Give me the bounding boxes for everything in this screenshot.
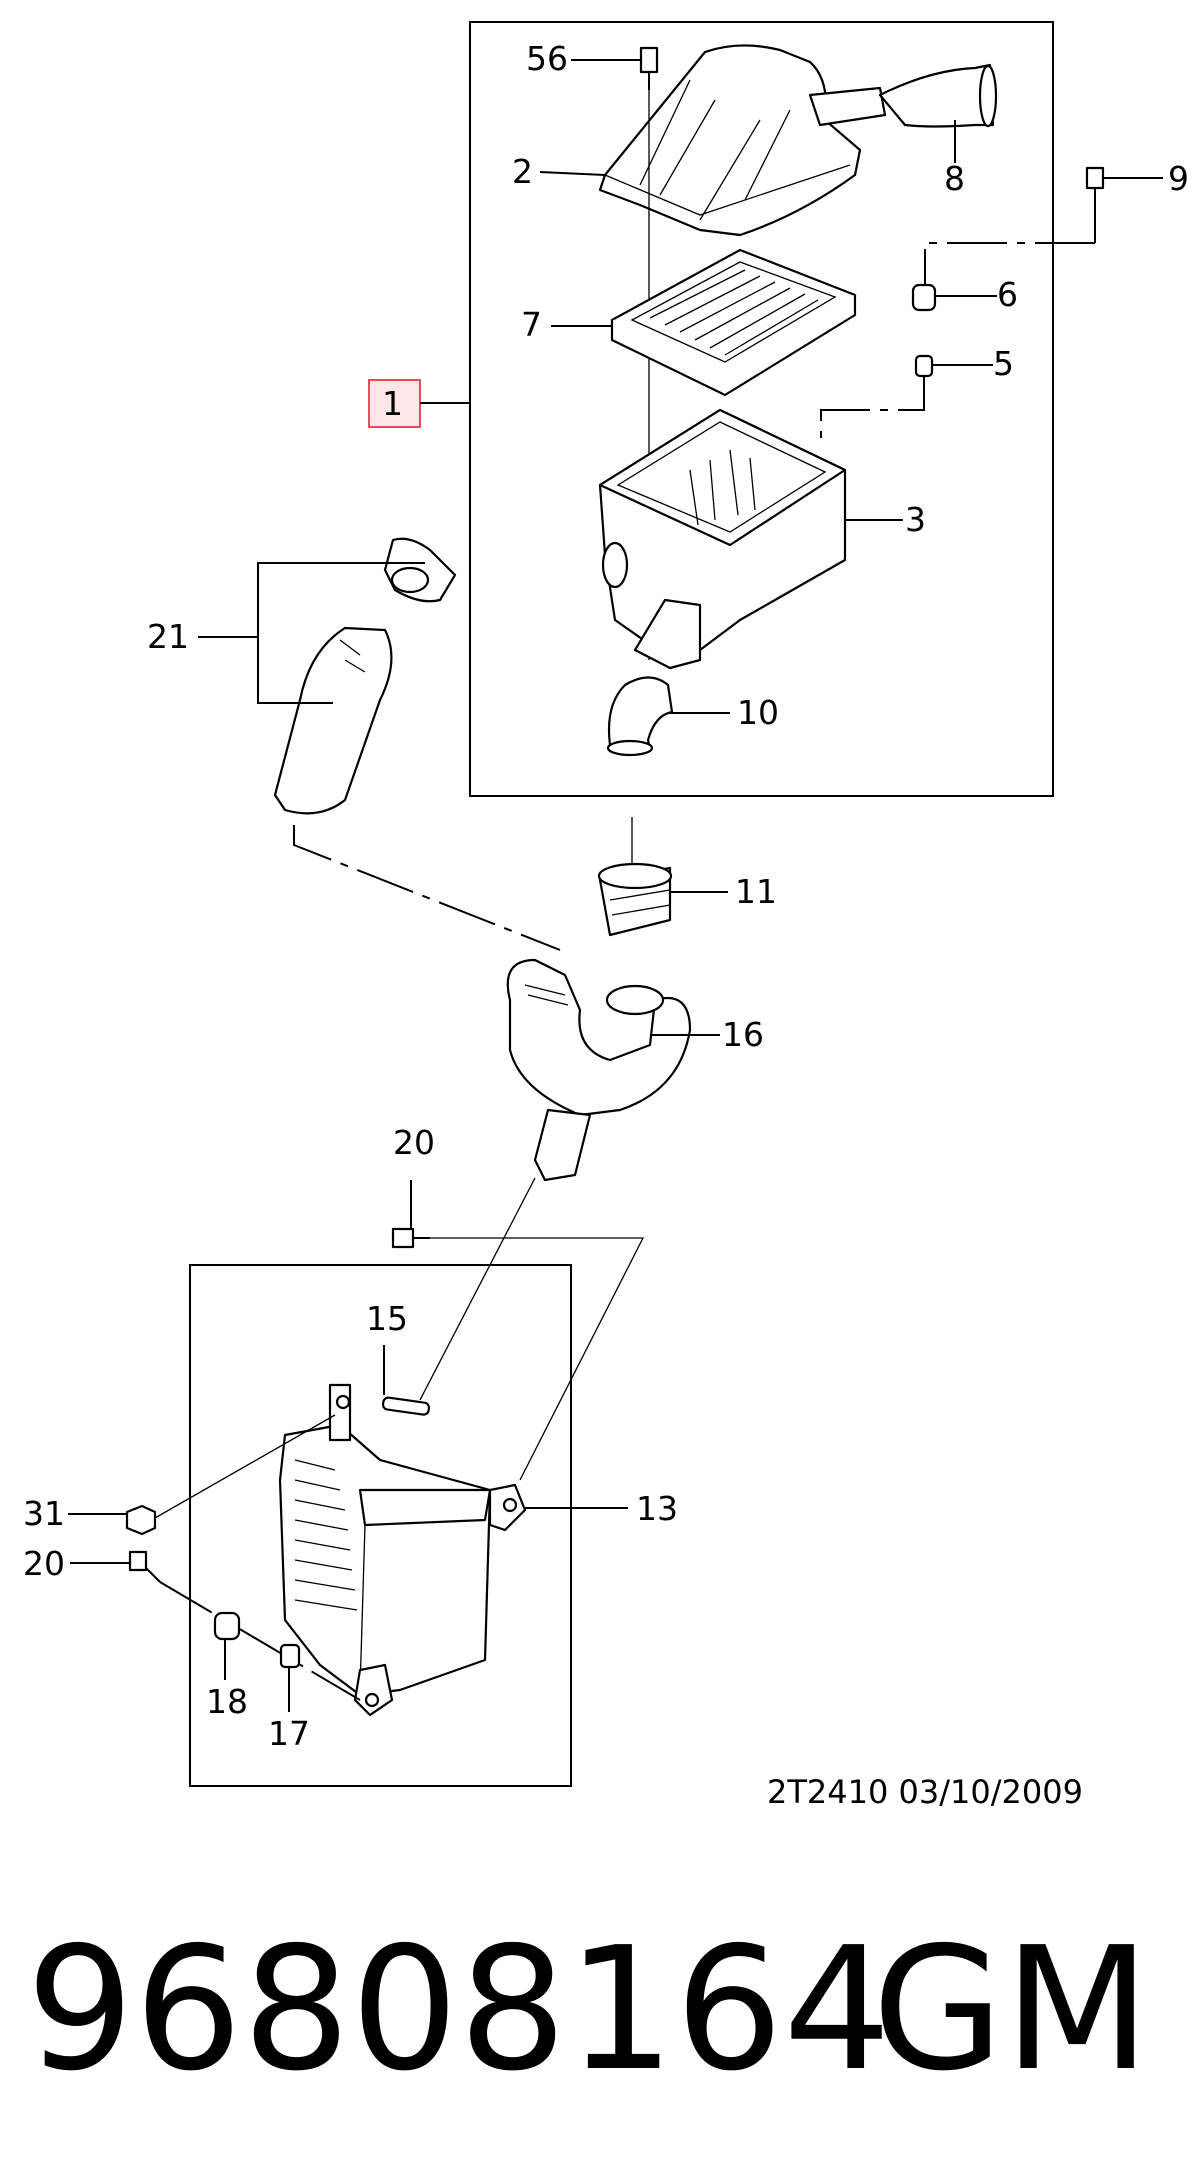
part-17-bushing xyxy=(279,1643,301,1669)
part-2-cover xyxy=(598,44,887,237)
callout-label-21: 21 xyxy=(147,617,189,656)
part-8-duct xyxy=(878,63,998,128)
callout-label-7: 7 xyxy=(521,305,542,344)
part-20-bolt-lower xyxy=(128,1550,361,1701)
callout-label-10: 10 xyxy=(737,693,779,732)
callout-label-8: 8 xyxy=(944,159,965,198)
part-6-grommet xyxy=(911,283,937,312)
resonator-assembly-frame xyxy=(189,1264,572,1787)
callout-label-3: 3 xyxy=(905,500,926,539)
callout-label-15: 15 xyxy=(366,1299,408,1338)
callout-label-17: 17 xyxy=(268,1714,310,1753)
part-13-resonator xyxy=(278,1383,527,1717)
callout-1[interactable]: 1 xyxy=(368,379,470,428)
highlight-box xyxy=(368,379,421,428)
callout-label-1: 1 xyxy=(382,384,403,423)
callout-label-18: 18 xyxy=(206,1682,248,1721)
callout-label-13: 13 xyxy=(636,1489,678,1528)
part-5-bushing xyxy=(820,354,934,438)
callout-label-56: 56 xyxy=(526,39,568,78)
part-16-elbow xyxy=(506,958,692,1182)
part-7-filter xyxy=(610,248,857,397)
diagram-code: 2T2410 03/10/2009 xyxy=(767,1773,1083,1811)
callout-label-6: 6 xyxy=(997,275,1018,314)
part-10-hose xyxy=(606,676,674,757)
part-20-bolt-upper xyxy=(391,1180,430,1249)
callout-label-11: 11 xyxy=(735,872,777,911)
part-15-seal xyxy=(381,1396,431,1416)
part-21-intake-hose xyxy=(273,537,457,815)
callout-label-9: 9 xyxy=(1168,159,1189,198)
callout-label-20-lower: 20 xyxy=(23,1544,65,1583)
callout-label-20-upper: 20 xyxy=(393,1123,435,1162)
callout-label-5: 5 xyxy=(993,344,1014,383)
callout-label-16: 16 xyxy=(722,1015,764,1054)
part-31-nut xyxy=(125,1414,336,1536)
part-number: 96808164 xyxy=(26,1911,891,2109)
air-cleaner-assembly-frame xyxy=(469,21,1054,797)
brand-name: GM xyxy=(872,1911,1150,2109)
part-3-housing xyxy=(598,408,847,670)
callout-label-2: 2 xyxy=(512,152,533,191)
callout-label-31: 31 xyxy=(23,1494,65,1533)
part-11-coupler xyxy=(597,862,673,937)
part-18-grommet xyxy=(213,1611,241,1641)
part-9-bolt xyxy=(1085,166,1105,243)
